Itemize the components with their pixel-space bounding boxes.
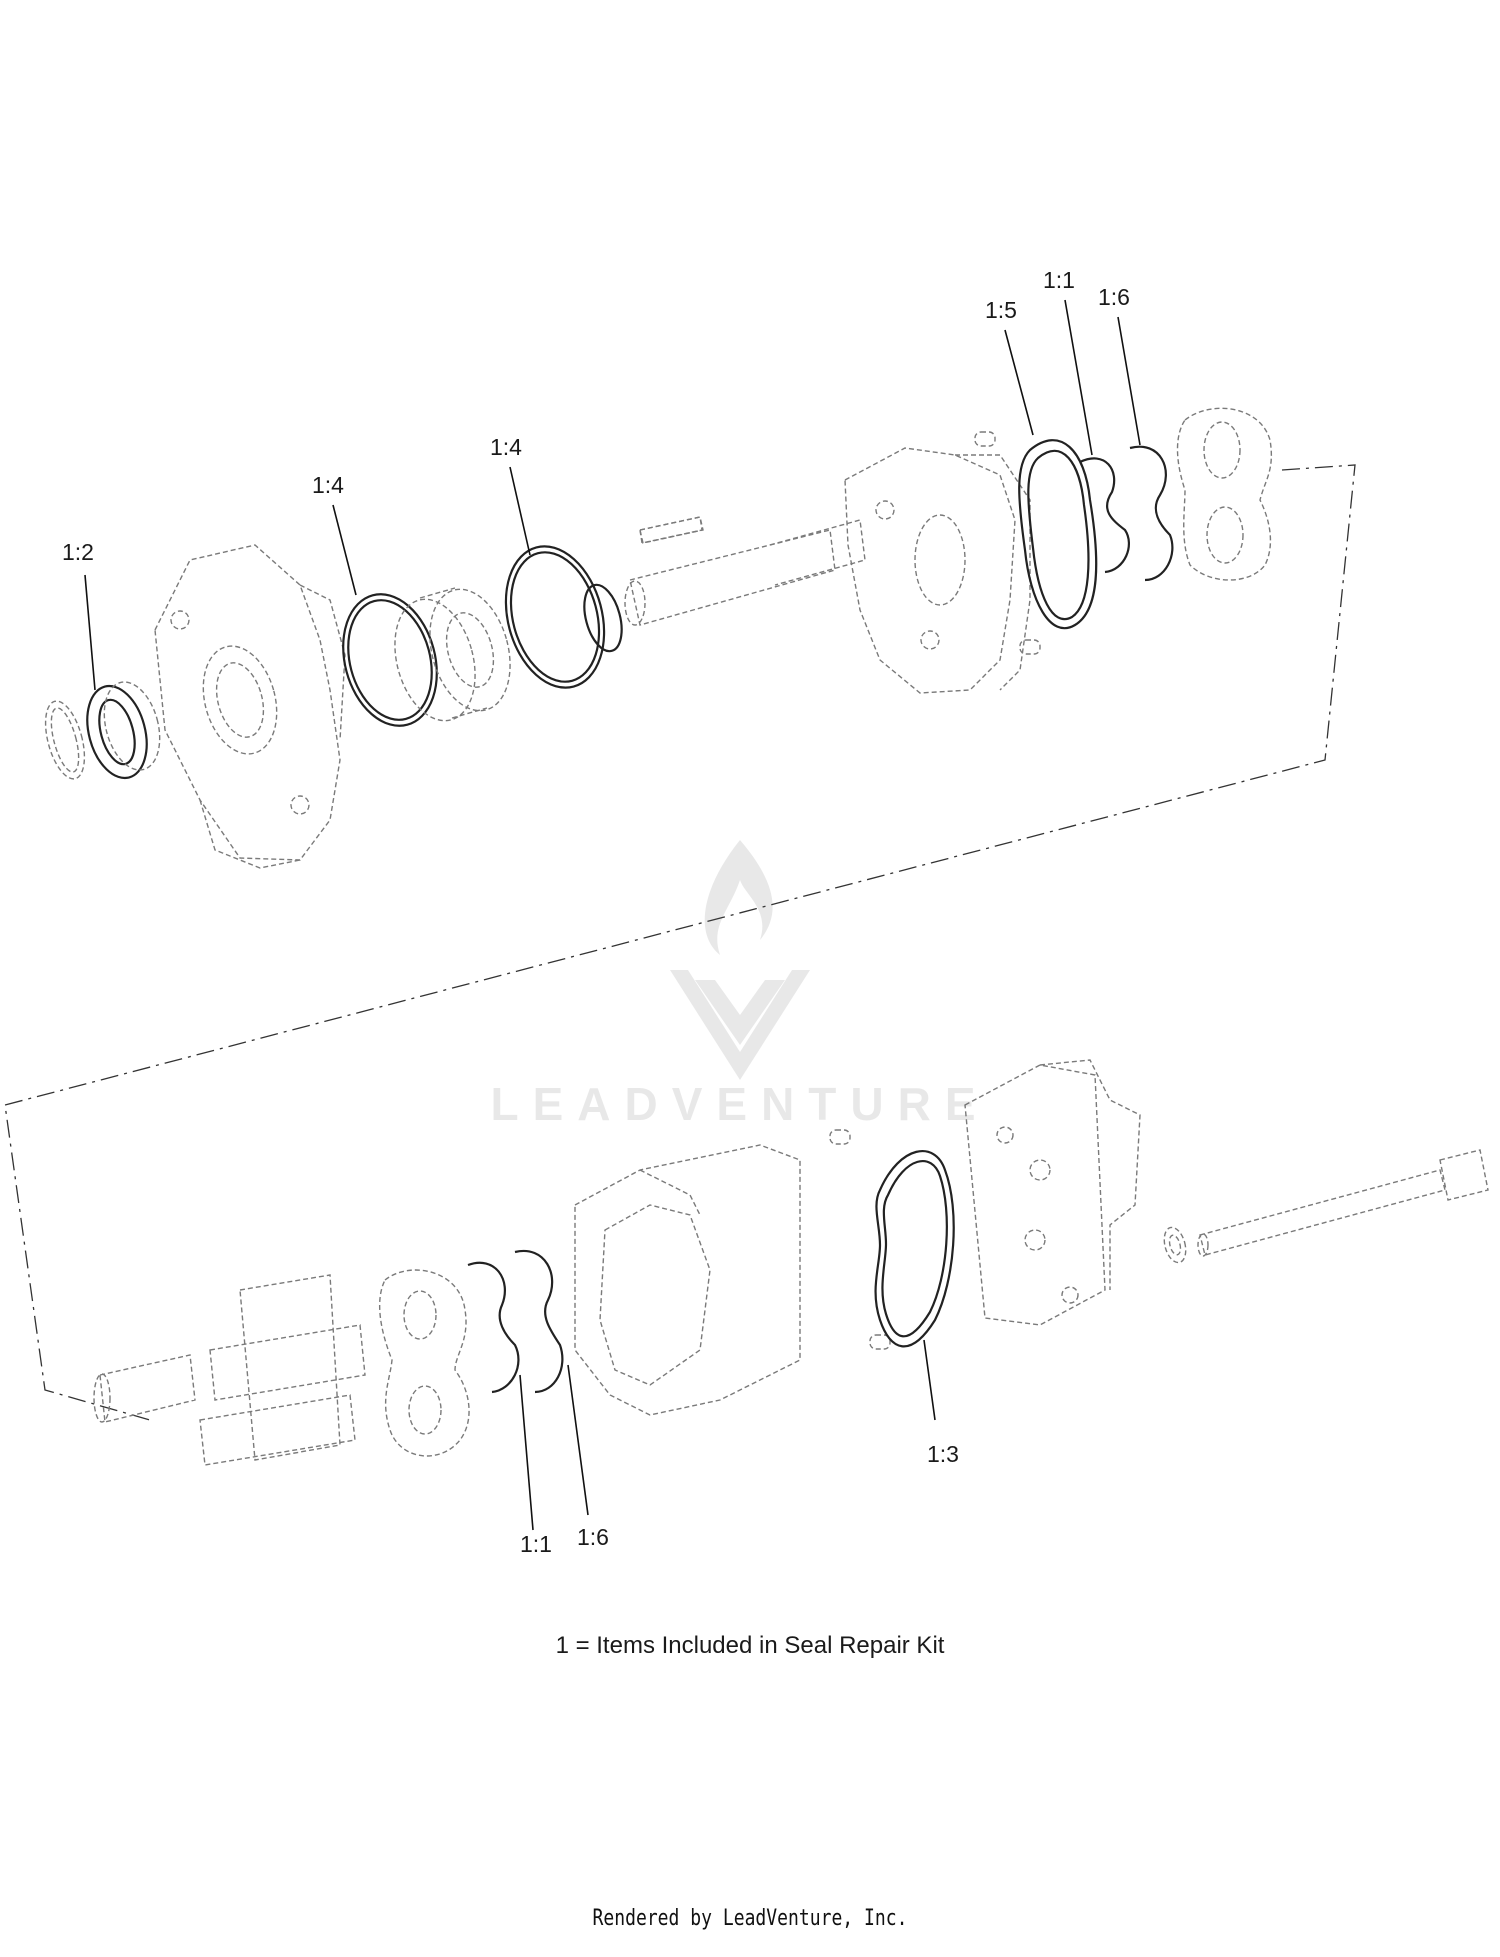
cap-screw-part <box>1197 1149 1489 1257</box>
backup-ring-upper-part <box>1079 457 1130 574</box>
splined-coupling-part <box>93 1354 196 1423</box>
callout-1-1-upper: 1:1 <box>1043 267 1075 293</box>
callout-1-4-oring: 1:4 <box>490 434 522 460</box>
wear-plate-lower-part <box>378 1269 470 1457</box>
body-gasket-part <box>874 1150 955 1348</box>
callout-1-6-upper: 1:6 <box>1098 284 1130 310</box>
bearing-part <box>394 587 511 722</box>
drive-key-part <box>639 516 703 544</box>
callout-1-3: 1:3 <box>927 1441 959 1467</box>
callout-1-2: 1:2 <box>62 539 94 565</box>
wear-plate-upper-part <box>1176 407 1273 581</box>
backup-ring-lower-part <box>467 1261 520 1394</box>
housing-gasket-part <box>1018 439 1098 630</box>
rendered-by-footer: Rendered by LeadVenture, Inc. <box>592 1906 908 1931</box>
dowel-pin-lower-part <box>829 1129 891 1350</box>
callout-1-1-lower: 1:1 <box>520 1531 552 1557</box>
callout-1-6-lower: 1:6 <box>577 1524 609 1550</box>
washer-part <box>1163 1226 1187 1264</box>
watermark-text: LEADVENTURE <box>490 1078 989 1130</box>
callout-labels: 1:2 1:4 1:4 1:5 1:1 1:6 1:3 1:1 1:6 <box>62 267 1130 1557</box>
mounting-flange-part <box>154 544 346 869</box>
front-housing-part <box>844 447 1031 694</box>
retaining-ring-left-part <box>44 700 86 780</box>
dowel-pin-upper-part <box>974 431 1041 655</box>
seal-ring-upper-part <box>1129 445 1174 582</box>
callout-leaders <box>84 299 1141 1531</box>
o-ring-small-part <box>342 593 438 727</box>
drive-gear-part <box>199 1274 366 1466</box>
leadventure-flame-logo-icon <box>670 840 810 1080</box>
gear-housing-part <box>574 1144 801 1416</box>
callout-1-5: 1:5 <box>985 297 1017 323</box>
drive-shaft-part <box>624 516 866 626</box>
o-ring-large-part <box>504 545 606 689</box>
rear-cover-part <box>964 1059 1141 1326</box>
snap-ring-part <box>583 583 623 653</box>
leadventure-watermark: LEADVENTURE <box>490 840 989 1130</box>
legend-note: 1 = Items Included in Seal Repair Kit <box>555 1632 945 1659</box>
seal-ring-lower-part <box>514 1249 564 1394</box>
callout-1-4-bearing-ring: 1:4 <box>312 472 344 498</box>
shaft-seal-part <box>86 681 161 780</box>
